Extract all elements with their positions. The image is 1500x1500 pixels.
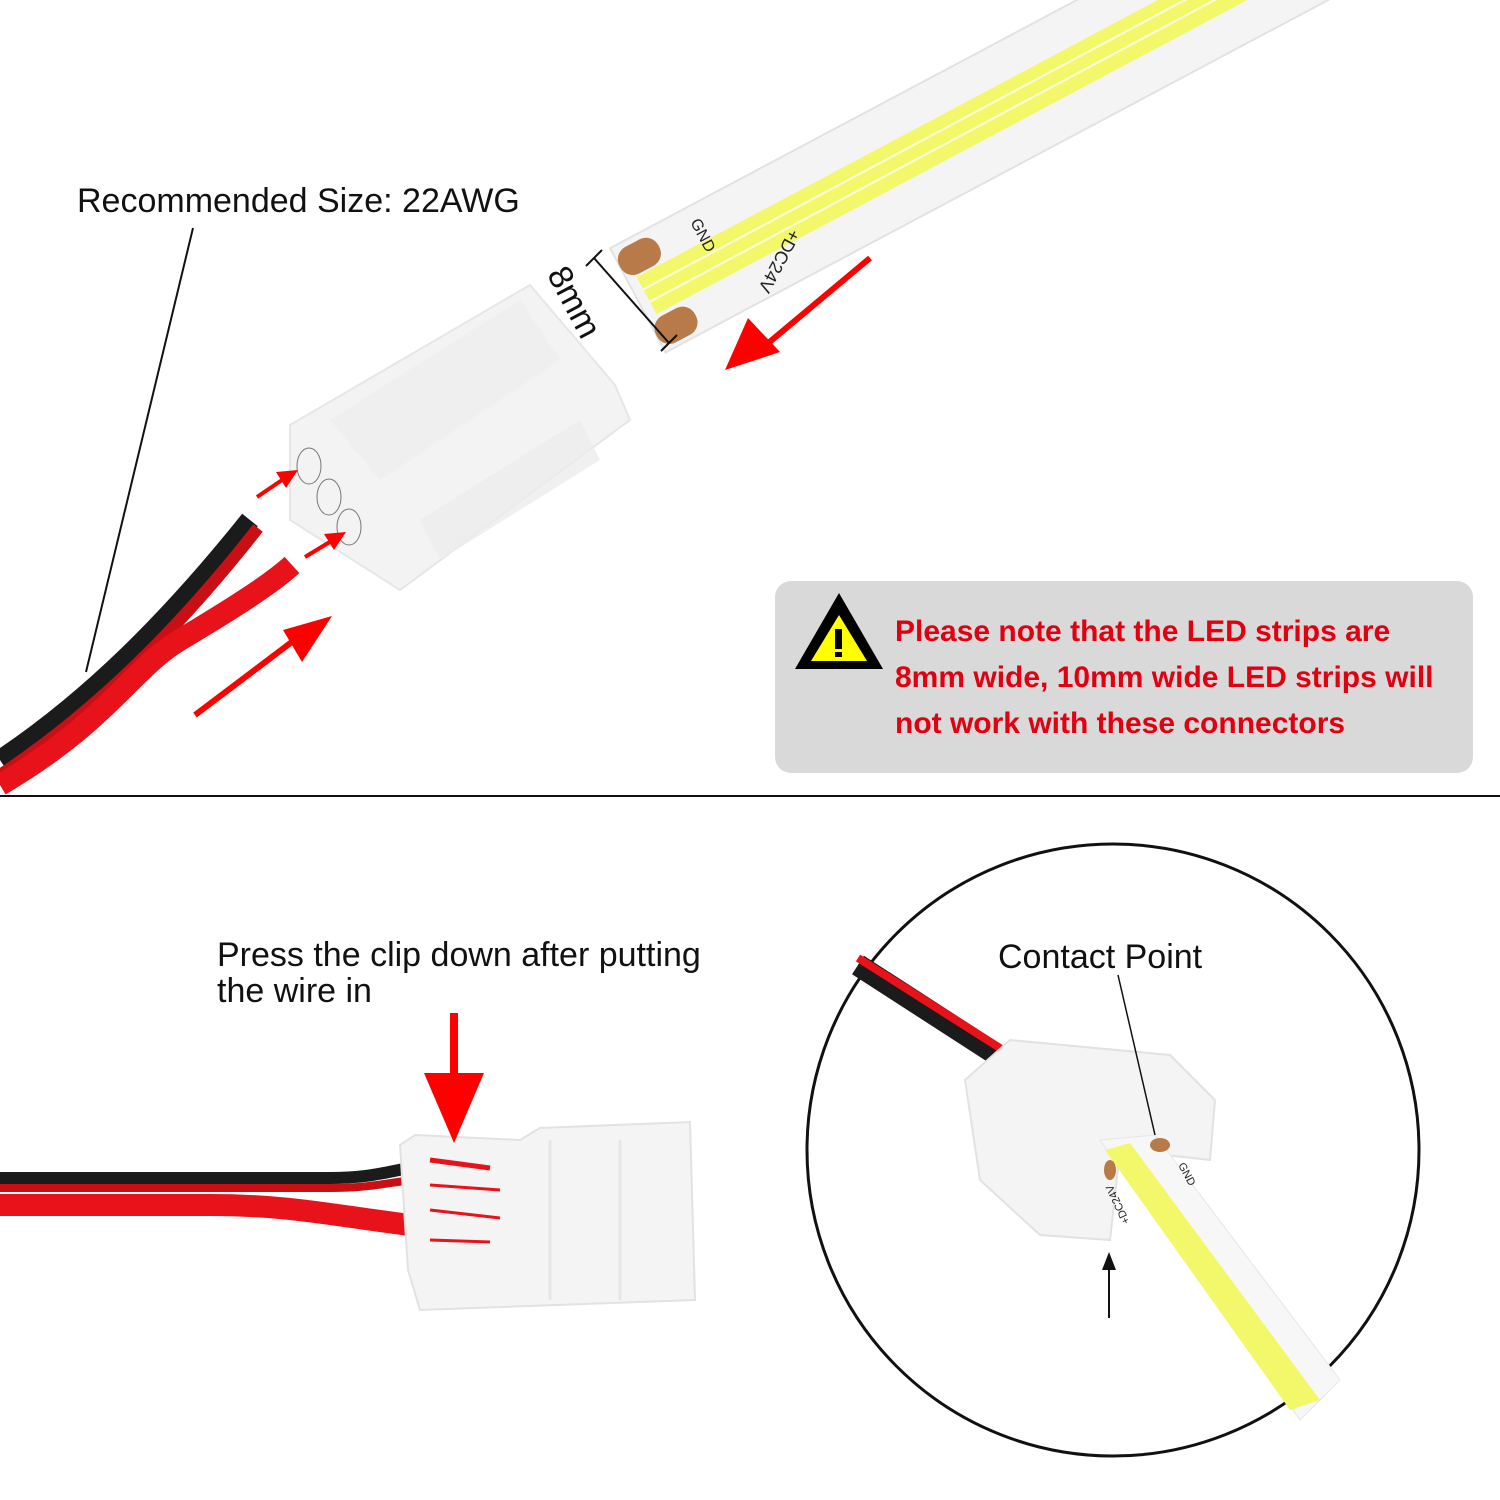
dc24v-pad — [654, 306, 698, 344]
wire-hole-1 — [296, 447, 322, 485]
panel-divider — [0, 795, 1500, 797]
contact-leader-line — [1117, 974, 1156, 1136]
wire-size-leader-line — [85, 227, 194, 673]
gnd-pad — [617, 237, 661, 276]
warning-line-3: not work with these connectors — [895, 707, 1346, 740]
contact-point-label: Contact Point — [998, 938, 1203, 976]
led-strip — [608, 0, 1500, 354]
width-dimension-marker — [585, 249, 678, 352]
warning-box: Please note that the LED strips are 8mm … — [775, 581, 1473, 773]
clip-instruction: Press the clip down after putting the wi… — [217, 937, 701, 1009]
insert-arrows — [193, 255, 872, 718]
warning-message: Please note that the LED strips are 8mm … — [895, 609, 1434, 747]
wire-hole-2 — [316, 478, 342, 516]
arrow-hole-1-icon — [276, 470, 298, 488]
warning-triangle-icon — [795, 593, 883, 669]
warning-line-1: Please note that the LED strips are — [895, 615, 1391, 648]
arrow-hole-3-icon — [324, 532, 346, 550]
arrow-wire-insert-icon — [283, 616, 332, 662]
arrow-strip-insert-icon — [725, 318, 780, 370]
wire-size-label: Recommended Size: 22AWG — [77, 182, 520, 220]
detail-circle: GND +DC24V — [805, 842, 1421, 1458]
press-down-arrow-icon — [424, 1013, 484, 1143]
two-core-wire — [0, 513, 300, 795]
clip-with-wire — [0, 1120, 697, 1312]
clip-instruction-line-1: Press the clip down after putting — [217, 936, 701, 974]
strip-insert-up-arrow-icon — [1102, 1252, 1116, 1318]
warning-line-2: 8mm wide, 10mm wide LED strips will — [895, 661, 1434, 694]
top-illustration: GND +DC24V — [0, 0, 1500, 795]
connector-clip — [289, 283, 632, 592]
clip-instruction-line-2: the wire in — [217, 972, 372, 1010]
wire-hole-3 — [336, 508, 362, 546]
